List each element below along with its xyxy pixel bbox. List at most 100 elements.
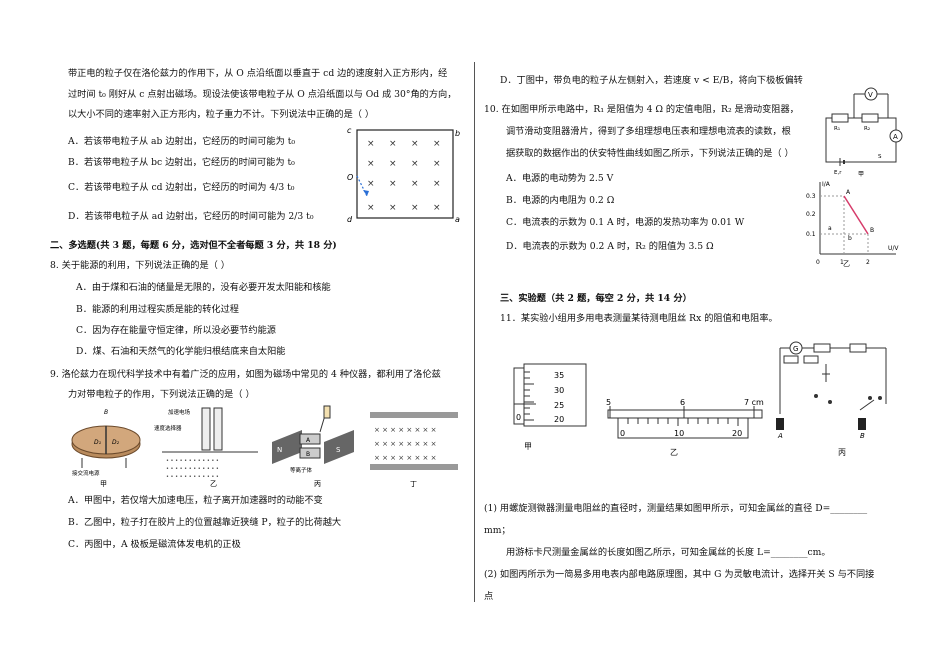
graph-xlabel: U/V	[888, 245, 899, 252]
q10-option-b: B．电源的内电阻为 0.2 Ω	[506, 195, 615, 206]
ytick-0.3: 0.3	[806, 193, 816, 200]
q8-option-c: C．因为存在能量守恒定律，所以没必要节约能源	[76, 325, 276, 336]
fig-jia-caption: 甲	[100, 480, 107, 488]
cyclotron-figure: D₁ D₂ B 接交流电源 甲	[71, 409, 141, 488]
r1-label: R₁	[834, 126, 840, 132]
r2-label: R₂	[864, 126, 870, 132]
q10-stem-line2: 调节滑动变阻器滑片，得到了多组理想电压表和理想电流表的读数，根	[506, 126, 791, 137]
svg-text:D₁: D₁	[94, 439, 102, 446]
q7-intro-line3: 以大小不同的速率射入正方形内，粒子重力不计。下列说法中正确的是（ ）	[68, 109, 375, 120]
q10-stem-line3: 据获取的数据作出的伏安特性曲线如图乙所示，下列说法正确的是（ ）	[506, 148, 794, 159]
svg-text:×: ×	[389, 159, 397, 169]
velocity-selector-label: 速度选择器	[154, 424, 182, 432]
section-3-heading: 三、实验题（共 2 题，每空 2 分，共 14 分）	[500, 293, 692, 304]
svg-text:• • • • • • • • • • • •: • • • • • • • • • • • •	[166, 474, 219, 480]
q7-option-d: D．若该带电粒子从 ad 边射出，它经历的时间可能为 2/3 t₀	[68, 211, 314, 222]
svg-text:×: ×	[367, 139, 375, 149]
corner-label-b: b	[455, 129, 460, 138]
q9-option-b: B．乙图中，粒子打在胶片上的位置越靠近狭缝 P，粒子的比荷越大	[68, 517, 342, 528]
point-a: a	[828, 225, 832, 232]
xtick-2: 2	[866, 259, 870, 266]
graph-caption: 乙	[843, 260, 850, 268]
q9-option-d: D．丁图中，带负电的粒子从左侧射入，若速度 v < E/B，将向下极板偏转	[500, 75, 803, 86]
q9-stem-line2: 力对带电粒子的作用，下列说法正确的是（ ）	[68, 389, 255, 400]
caliper-figure: 5 6 7 cm 0 10 20	[606, 398, 764, 439]
svg-text:×: ×	[411, 179, 419, 189]
svg-text:B: B	[104, 409, 108, 416]
point-A: A	[846, 189, 851, 196]
multimeter-circuit-figure: G A B	[776, 341, 887, 438]
q8-option-b: B．能源的利用过程实质是能的转化过程	[76, 304, 239, 315]
fig-bing-caption: 丙	[314, 480, 321, 488]
multimeter-caption: 丙	[838, 448, 846, 457]
q7-option-b: B．若该带电粒子从 bc 边射出，它经历的时间可能为 t₀	[68, 157, 295, 168]
circuit-caption: 甲	[858, 171, 864, 178]
micrometer-25: 25	[554, 401, 564, 410]
xtick-1: 1	[840, 259, 844, 266]
section-2-heading: 二、多选题(共 3 题，每题 6 分，选对但不全者每题 3 分，共 18 分)	[50, 240, 337, 251]
svg-text:×: ×	[433, 203, 441, 213]
caliper-caption: 乙	[670, 448, 678, 457]
q10-circuit-figure: V A R₁ R₂ E,r S 甲	[825, 87, 903, 178]
caliper-vernier-0: 0	[620, 429, 625, 438]
svg-text:G: G	[793, 345, 798, 353]
svg-text:• • • • • • • • • • • •: • • • • • • • • • • • •	[166, 466, 219, 472]
fig-ding-caption: 丁	[410, 480, 417, 488]
q9-option-c: C．丙图中，A 极板是磁流体发电机的正极	[68, 539, 241, 550]
q10-option-c: C．电流表的示数为 0.1 A 时，电源的发热功率为 0.01 W	[506, 217, 745, 228]
caliper-vernier-10: 10	[674, 429, 684, 438]
q9-instrument-figures: D₁ D₂ B 接交流电源 甲 加速电场 速度选择器 • • • • • • •…	[71, 405, 458, 488]
q8-stem: 8. 关于能源的利用，下列说法正确的是（ ）	[50, 260, 230, 271]
svg-text:×: ×	[389, 179, 397, 189]
q11-stem: 11．某实验小组用多用电表测量某待测电阻丝 Rx 的阻值和电阻率。	[500, 313, 778, 324]
q10-stem-line1: 10. 在如图甲所示电路中，R₁ 是阻值为 4 Ω 的定值电阻，R₂ 是滑动变阻…	[484, 104, 799, 115]
svg-text:× × × × × × × ×: × × × × × × × ×	[374, 426, 437, 434]
corner-label-d: d	[347, 215, 353, 224]
micrometer-caption: 甲	[524, 442, 532, 451]
point-B: B	[870, 227, 874, 234]
q7-option-a: A．若该带电粒子从 ab 边射出，它经历的时间可能为 t₀	[68, 136, 296, 147]
svg-text:×: ×	[433, 139, 441, 149]
q11-part1: (1) 用螺旋测微器测量电阻丝的直径时，测量结果如图甲所示，可知金属丝的直径 D…	[484, 503, 868, 514]
svg-text:D₂: D₂	[112, 439, 120, 446]
svg-text:B: B	[860, 432, 865, 438]
corner-label-a: a	[455, 215, 460, 224]
q11-part2: (2) 如图丙所示为一简易多用电表内部电路原理图，其中 G 为灵敏电流计，选择开…	[484, 569, 875, 580]
q8-option-a: A．由于煤和石油的储量是无限的，没有必要开发太阳能和核能	[76, 282, 331, 293]
mass-spectrometer-figure: 加速电场 速度选择器 • • • • • • • • • • • • • • •…	[154, 407, 258, 488]
svg-text:×: ×	[367, 159, 375, 169]
q11-part1-unit: mm；	[484, 525, 511, 536]
caliper-main-5: 5	[606, 398, 611, 407]
ytick-0.2: 0.2	[806, 211, 816, 218]
plasma-label: 等离子体	[290, 466, 313, 474]
switch-label: S	[878, 154, 882, 160]
svg-text:×: ×	[389, 203, 397, 213]
point-label-O: O	[347, 173, 353, 182]
micrometer-20: 20	[554, 415, 564, 424]
q7-intro-line1: 带正电的粒子仅在洛伦兹力的作用下，从 O 点沿纸面以垂直于 cd 边的速度射入正…	[68, 68, 448, 79]
q7-option-c: C．若该带电粒子从 cd 边射出，它经历的时间为 4/3 t₀	[68, 182, 295, 193]
q11-part1-length: 用游标卡尺测量金属丝的长度如图乙所示，可知金属丝的长度 L=________cm…	[506, 547, 831, 558]
micrometer-30: 30	[554, 386, 564, 395]
corner-label-c: c	[347, 126, 352, 135]
point-b: b	[848, 235, 852, 242]
svg-text:N: N	[277, 446, 282, 454]
svg-text:• • • • • • • • • • • •: • • • • • • • • • • • •	[166, 458, 219, 464]
micrometer-35: 35	[554, 371, 564, 380]
q10-iv-graph: I/A U/V 0.3 0.2 0.1 0 1 2 A B a b	[806, 181, 899, 266]
q9-option-a: A．甲图中，若仅增大加速电压，粒子离开加速器时的动能不变	[68, 495, 323, 506]
svg-text:×: ×	[367, 179, 375, 189]
accel-field-label: 加速电场	[168, 408, 191, 416]
svg-text:A: A	[777, 432, 783, 438]
q10-option-a: A．电源的电动势为 2.5 V	[506, 173, 614, 184]
q9-stem-line1: 9. 洛伦兹力在现代科学技术中有着广泛的应用，如图为磁场中常见的 4 种仪器，都…	[50, 369, 441, 380]
svg-text:B: B	[306, 451, 310, 458]
ytick-0.1: 0.1	[806, 231, 816, 238]
svg-text:×: ×	[411, 139, 419, 149]
column-divider	[474, 62, 475, 602]
micrometer-zero: 0	[516, 413, 521, 422]
caliper-vernier-20: 20	[732, 429, 742, 438]
q7-intro-line2: 过时间 t₀ 刚好从 c 点射出磁场。现设法使该带电粒子从 O 点沿纸面以与 O…	[68, 89, 457, 100]
micrometer-figure: 35 30 25 20 0	[513, 363, 587, 427]
caliper-main-6: 6	[680, 398, 685, 407]
